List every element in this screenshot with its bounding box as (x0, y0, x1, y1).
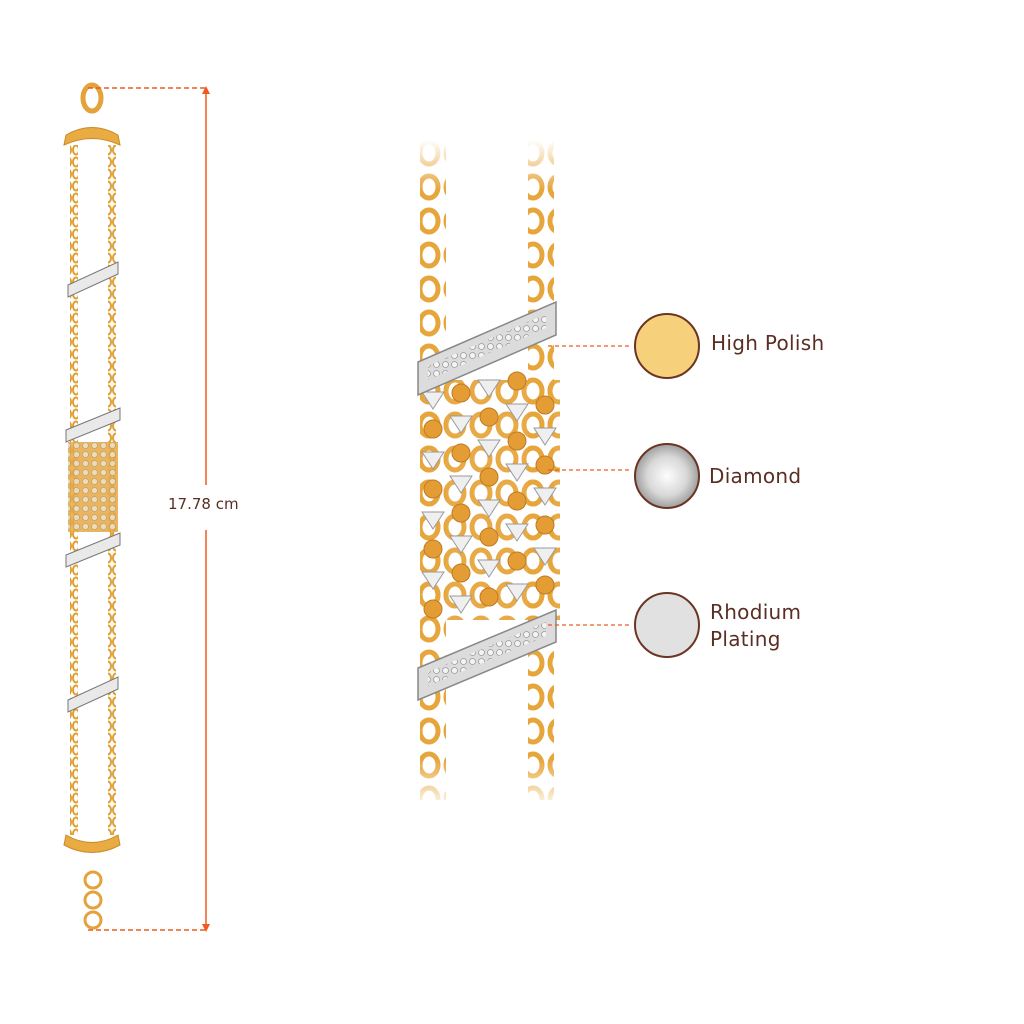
gold-bead (423, 479, 443, 499)
diamond-triangle (449, 535, 473, 554)
length-measurement (88, 86, 210, 932)
gold-bead (535, 575, 555, 595)
diamond-triangle (477, 379, 501, 398)
diamond-triangle (533, 487, 557, 506)
diamond-label: Diamond (709, 464, 802, 488)
diamond-triangle (421, 511, 445, 530)
diamond-triangle (477, 439, 501, 458)
gold-bead (451, 443, 471, 463)
gold-bead (535, 455, 555, 475)
rhodium-label-line1: Rhodium (710, 600, 802, 624)
diamond-triangle (421, 391, 445, 410)
small-bar-bottom (67, 676, 119, 713)
diamond-triangle (449, 475, 473, 494)
gold-bead (423, 539, 443, 559)
diamond-triangle (533, 427, 557, 446)
bracelet-detail (410, 140, 570, 810)
diamond-triangle (421, 451, 445, 470)
bottom-connector (63, 834, 121, 930)
gold-bead (507, 551, 527, 571)
gold-bead (451, 383, 471, 403)
gold-bead (507, 371, 527, 391)
gold-bead (451, 563, 471, 583)
rhodium-swatch (634, 592, 700, 658)
diamond-triangle (477, 559, 501, 578)
rhodium-label-line2: Plating (710, 627, 781, 651)
diamond-triangle (533, 547, 557, 566)
diamond-triangle (505, 523, 529, 542)
high-polish-swatch (634, 313, 700, 379)
gold-bead (479, 407, 499, 427)
gold-bead (535, 395, 555, 415)
gold-bead (479, 527, 499, 547)
gold-bead (479, 467, 499, 487)
diamond-swatch (634, 443, 700, 509)
small-bar-top (67, 261, 119, 298)
gold-bead (507, 431, 527, 451)
gold-bead (423, 419, 443, 439)
diamond-triangle (505, 463, 529, 482)
gold-bead (535, 515, 555, 535)
diamond-triangle (505, 403, 529, 422)
diamond-triangle (449, 595, 473, 614)
diamond-triangle (421, 571, 445, 590)
diamond-triangle (449, 415, 473, 434)
high-polish-label: High Polish (711, 331, 825, 355)
length-label: 17.78 cm (168, 495, 239, 513)
gold-bead (451, 503, 471, 523)
small-diamond-panel (65, 407, 121, 568)
diamond-triangle (505, 583, 529, 602)
lobster-clasp (63, 82, 121, 146)
gold-bead (479, 587, 499, 607)
diamond-triangle (477, 499, 501, 518)
gold-bead (507, 491, 527, 511)
gold-bead (423, 599, 443, 619)
